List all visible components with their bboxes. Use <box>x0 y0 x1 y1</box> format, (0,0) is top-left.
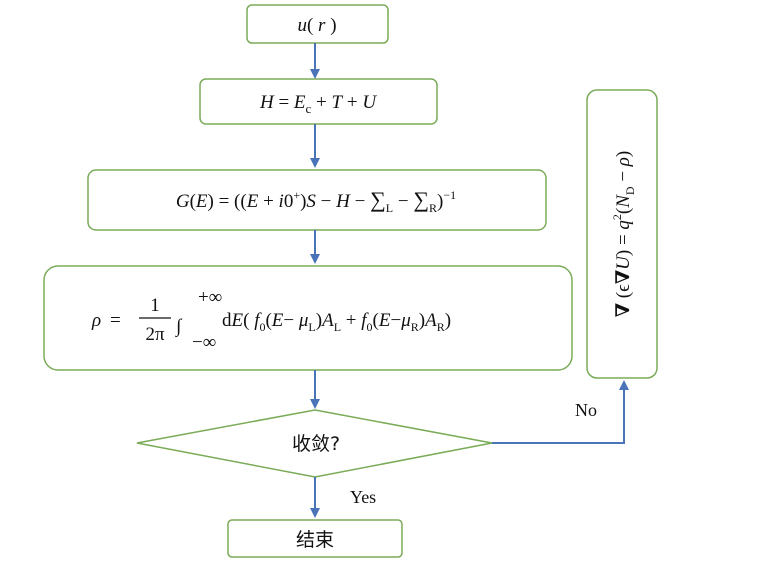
svg-text:2π: 2π <box>145 324 165 345</box>
node-greens-function: G(E) = ((E + i0+)S − H − ∑L − ∑R)−1 <box>87 169 547 231</box>
node-poisson: ∇ (ϵ∇U) = q2(ND − ρ) <box>586 89 658 379</box>
node-converged-text: 收敛? <box>292 433 340 455</box>
node-end-text: 结束 <box>296 529 334 551</box>
svg-text:−∞: −∞ <box>192 332 216 353</box>
svg-text:+∞: +∞ <box>198 287 222 308</box>
node-potential: u( r ) <box>246 4 389 44</box>
svg-text:ρ: ρ <box>91 310 101 331</box>
node-greens-function-text: G(E) = ((E + i0+)S − H − ∑L − ∑R)−1 <box>176 187 456 215</box>
node-hamiltonian: H = Ec + T + U <box>199 78 438 125</box>
svg-text:=: = <box>110 310 121 331</box>
node-hamiltonian-text: H = Ec + T + U <box>259 92 377 116</box>
node-potential-text: u( r ) <box>297 15 336 36</box>
node-density: ρ = 1 2π ∫ +∞ −∞ dE( f0(E− μL)AL + f0(E−… <box>43 265 573 371</box>
node-converged: 收敛? <box>136 409 493 478</box>
node-end: 结束 <box>227 519 403 558</box>
no-label: No <box>575 400 597 420</box>
yes-label: Yes <box>350 487 376 507</box>
node-poisson-text: ∇ (ϵ∇U) = q2(ND − ρ) <box>610 151 637 318</box>
svg-text:∫: ∫ <box>175 316 183 338</box>
svg-text:1: 1 <box>150 295 160 316</box>
arrow-decision-to-poisson <box>492 380 629 444</box>
